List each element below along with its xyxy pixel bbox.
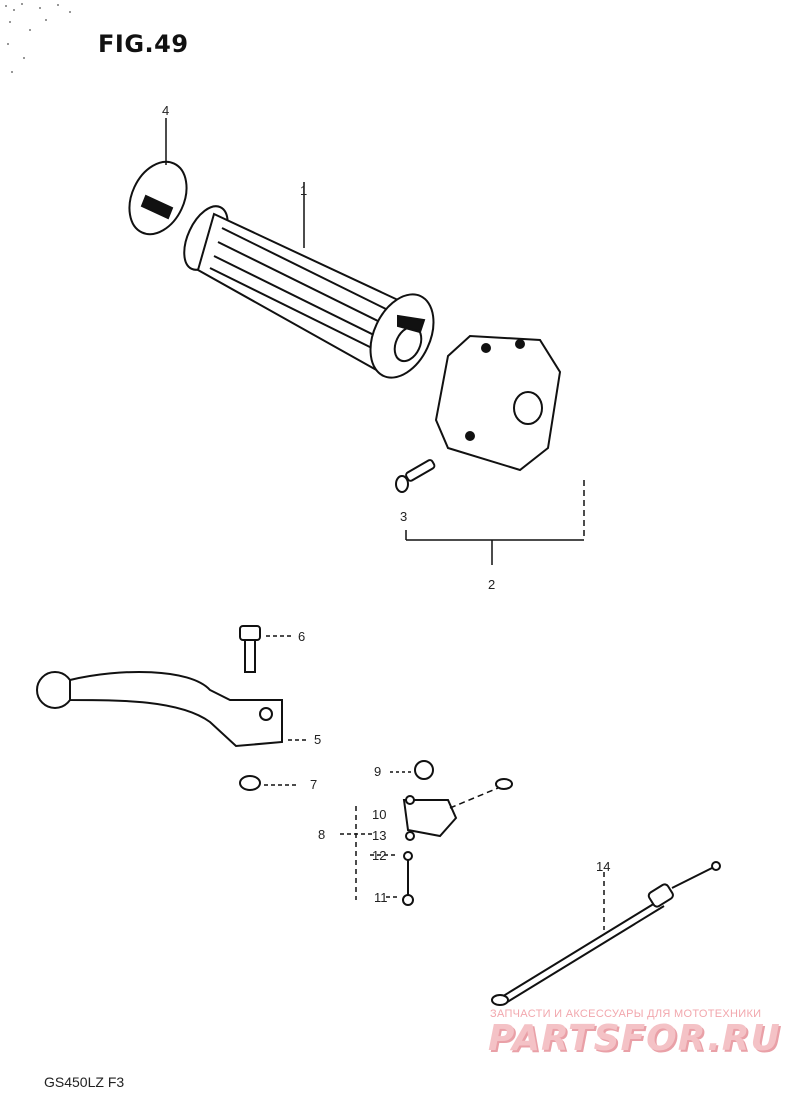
callout-8: 8 [318, 827, 326, 842]
callout-11: 11 [374, 890, 388, 905]
stop-switch-icon [340, 760, 513, 906]
scan-noise [5, 3, 71, 73]
callout-14: 14 [596, 859, 611, 874]
switch-housing-icon [405, 334, 585, 565]
bolt-icon [239, 625, 292, 673]
callout-3: 3 [400, 509, 408, 524]
callout-7: 7 [310, 777, 318, 792]
callout-5: 5 [314, 732, 322, 747]
lever-icon [36, 671, 308, 748]
callout-1: 1 [300, 183, 308, 198]
callout-10: 10 [372, 807, 387, 822]
grip-end-cap-icon [128, 118, 188, 236]
callout-9: 9 [374, 764, 382, 779]
cable-icon [491, 861, 721, 1006]
watermark-brand: PARTSFOR.RU [488, 1018, 781, 1059]
callout-2: 2 [488, 577, 496, 592]
throttle-grip-icon [183, 182, 435, 379]
nut-icon [239, 775, 296, 791]
figure-title: FIG.49 [98, 30, 189, 58]
screw-icon [395, 459, 436, 493]
callout-12: 12 [372, 848, 387, 863]
callout-6: 6 [298, 629, 306, 644]
callout-13: 13 [372, 828, 387, 843]
callout-4: 4 [162, 103, 170, 118]
watermark-subtitle: ЗАПЧАСТИ И АКСЕССУАРЫ ДЛЯ МОТОТЕХНИКИ [490, 1008, 762, 1020]
model-code: GS450LZ F3 [44, 1074, 125, 1090]
